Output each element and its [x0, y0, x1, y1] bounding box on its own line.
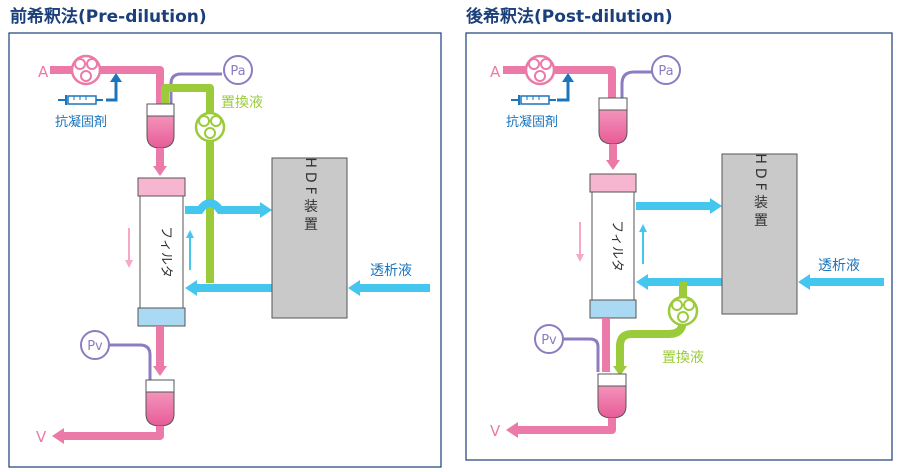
blood-flow-arrow-icon: [125, 228, 133, 268]
dialysate-out-arrowhead: [710, 198, 722, 214]
substitution-arrowhead: [613, 366, 627, 376]
substitution-label: 置換液: [221, 95, 263, 111]
substitution-pump-icon: [194, 111, 226, 143]
syringe-icon: [58, 95, 103, 105]
pa-label: Pa: [230, 64, 245, 79]
post-dilution-panel: A 抗凝固剤 Pa: [465, 32, 893, 461]
substitution-line: [161, 84, 214, 283]
dialysate-return-arrowhead: [185, 280, 197, 296]
substitution-pump-icon: [667, 295, 699, 327]
dialysate-in-arrowhead: [348, 280, 360, 296]
hdf-device: [271, 157, 348, 319]
venous-return-arrowhead: [52, 428, 64, 444]
venous-label: V: [490, 422, 501, 440]
hdf-device-label: HDF装置: [302, 157, 318, 234]
pv-gauge-icon: [534, 324, 564, 354]
anticoagulant-label: 抗凝固剤: [506, 114, 558, 130]
dialysate-return-arrowhead: [636, 274, 648, 290]
dialysate-flow-arrow-icon: [639, 224, 647, 264]
anticoagulant-line: [106, 80, 118, 102]
hdf-device: [721, 153, 798, 315]
venous-drip-chamber: [145, 379, 175, 427]
arterial-line: [503, 66, 616, 98]
venous-arrowhead: [153, 366, 167, 376]
dialysate-in-arrowhead: [798, 274, 810, 290]
blood-flow-arrow-icon: [576, 222, 584, 262]
blood-to-filter-arrowhead: [606, 160, 620, 170]
venous-return-arrowhead: [506, 422, 518, 438]
panel-frame: [465, 32, 893, 461]
dialysate-out-line: [185, 199, 262, 214]
anticoagulant-line: [557, 80, 570, 102]
filter: [137, 177, 186, 327]
dialysate-out-arrowhead: [260, 202, 272, 218]
pv-label: Pv: [87, 339, 103, 354]
pv-line: [563, 337, 600, 372]
venous-return-line: [516, 418, 616, 434]
filter-label: フィルタ: [158, 226, 173, 278]
panel-frame: [8, 32, 442, 468]
pv-label: Pv: [541, 333, 557, 348]
venous-label: V: [36, 428, 47, 446]
pv-gauge-icon: [80, 330, 110, 360]
arterial-drip-chamber: [146, 103, 175, 149]
arterial-drip-chamber: [598, 97, 628, 145]
blood-pump-icon: [524, 54, 556, 86]
anticoagulant-arrowhead: [110, 73, 122, 82]
hdf-device-label: HDF装置: [752, 153, 768, 230]
dialysate-flow-arrow-icon: [186, 230, 194, 270]
pa-line: [169, 72, 222, 104]
arterial-label: A: [490, 63, 501, 81]
filter: [589, 173, 637, 319]
anticoagulant-arrowhead: [562, 73, 574, 82]
venous-drip-chamber: [597, 373, 627, 419]
venous-return-line: [62, 426, 164, 440]
pa-gauge-icon: [223, 55, 253, 85]
pa-gauge-icon: [651, 55, 681, 85]
post-dilution-title: 後希釈法(Post-dilution): [466, 7, 673, 27]
dialysate-label: 透析液: [370, 263, 412, 279]
arterial-label: A: [38, 63, 49, 81]
blood-to-filter-arrowhead: [153, 166, 167, 176]
pa-line: [620, 70, 652, 98]
dialysate-label: 透析液: [818, 258, 860, 274]
pa-label: Pa: [658, 64, 673, 79]
filter-label: フィルタ: [609, 220, 624, 272]
blood-pump-icon: [70, 54, 102, 86]
pv-line: [108, 343, 152, 380]
pre-dilution-panel: A 抗凝固剤 Pa: [8, 32, 442, 468]
syringe-icon: [511, 95, 556, 105]
anticoagulant-label: 抗凝固剤: [55, 114, 107, 130]
substitution-label: 置換液: [662, 350, 704, 366]
pre-dilution-title: 前希釈法(Pre-dilution): [10, 7, 207, 27]
